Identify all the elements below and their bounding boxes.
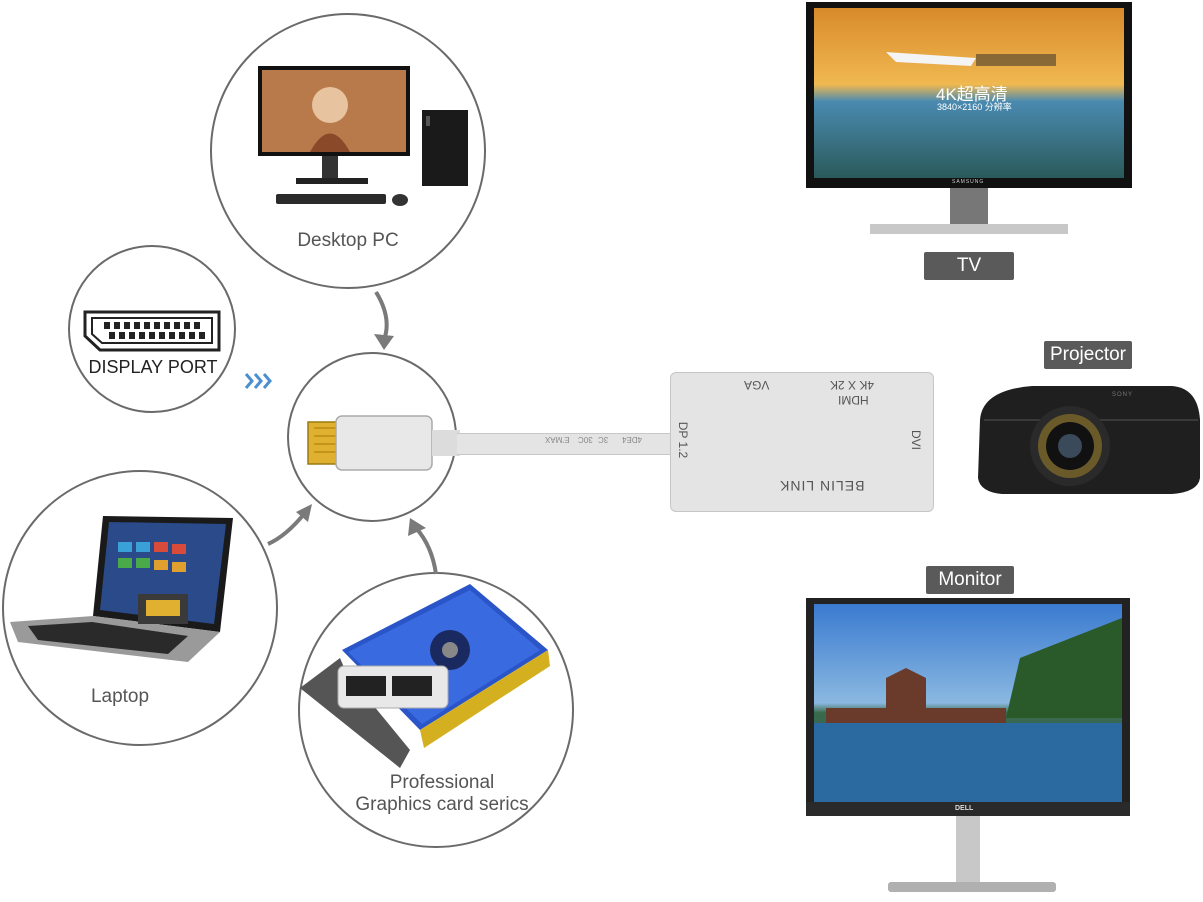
cable-mark: 30C	[578, 435, 593, 444]
dp-plug-illustration	[307, 415, 460, 471]
tv-illustration	[806, 2, 1132, 234]
arrow-graphics-card-to-connector	[408, 518, 438, 575]
monitor-brand: DELL	[955, 805, 974, 812]
cable-mark: 4DE4	[622, 435, 643, 444]
graphics-card-illustration	[300, 584, 550, 768]
monitor-illustration	[806, 598, 1130, 892]
tv-screen-title: 4K超高清	[936, 85, 1008, 104]
display-port-circle	[68, 245, 236, 413]
monitor-label: Monitor	[926, 566, 1014, 594]
tv-label: TV	[924, 252, 1014, 280]
tv-screen-subtitle: 3840×2160 分辨率	[937, 102, 1012, 112]
adapter-dvi-label: DVI	[909, 429, 924, 451]
cable	[457, 433, 673, 455]
display-port-label: DISPLAY PORT	[88, 357, 218, 377]
laptop-illustration	[10, 516, 233, 662]
graphics-card-label-line2: Graphics card serics	[355, 794, 529, 815]
cable-mark: 3C	[598, 435, 609, 444]
adapter-brand-label: BELIN LINK	[779, 478, 865, 494]
projector-illustration	[978, 386, 1200, 494]
arrow-desktop-to-connector	[374, 290, 394, 350]
display-port-logo-icon	[83, 310, 221, 352]
projector-brand: SONY	[1112, 392, 1134, 398]
adapter-input-label: DP 1.2	[676, 421, 691, 459]
arrow-laptop-to-connector	[267, 504, 312, 546]
desktop-pc-label: Desktop PC	[297, 230, 399, 251]
adapter-hdmi-res-label: 4K X 2K	[830, 378, 875, 392]
adapter-hdmi-label: HDMI	[838, 393, 869, 407]
graphics-card-label-line1: Professional	[389, 772, 495, 793]
desktop-pc-illustration	[258, 66, 468, 206]
adapter-vga-label: VGA	[744, 378, 770, 392]
signal-waves-icon	[244, 373, 272, 389]
adapter-box	[670, 372, 934, 512]
laptop-label: Laptop	[90, 686, 150, 707]
projector-label: Projector	[1044, 341, 1132, 369]
cable-mark: E’MAX	[545, 435, 570, 444]
tv-brand: SAMSUNG	[952, 179, 985, 185]
